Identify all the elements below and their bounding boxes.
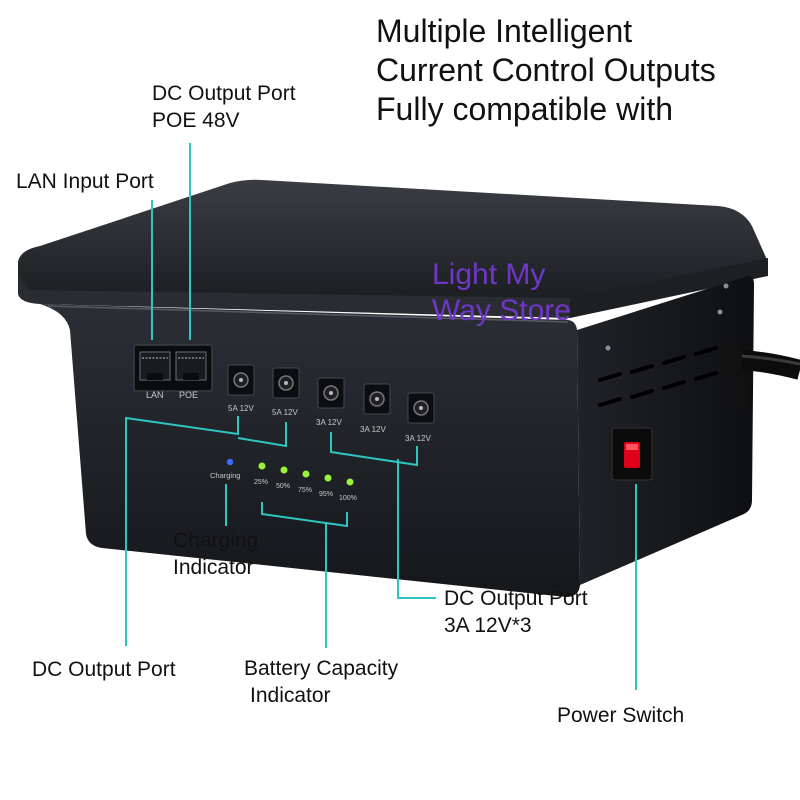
ethernet-ports — [133, 344, 213, 392]
lan-port-label: LAN — [146, 390, 164, 400]
housing-lid-side — [570, 258, 768, 318]
callout-dc-output: DC Output Port — [32, 658, 176, 681]
callout-line: DC Output Port — [152, 82, 296, 105]
leader-dc-link — [237, 422, 287, 448]
housing-seam — [47, 305, 569, 323]
callout-battery: Battery Capacity Indicator — [244, 655, 398, 709]
housing-front — [40, 304, 580, 597]
dc-jack-label: 3A 12V — [316, 418, 342, 427]
dc-jack-5 — [407, 392, 435, 424]
dc-jack-4 — [363, 383, 391, 415]
dc-jack-3 — [317, 377, 345, 409]
battery-led — [302, 470, 310, 478]
headline-line: Multiple Intelligent — [376, 13, 633, 49]
callout-lan-input: LAN Input Port — [16, 170, 154, 193]
watermark-line: Way Store — [432, 294, 571, 327]
callout-line: Indicator — [250, 684, 331, 707]
battery-level-label: 100% — [339, 495, 357, 502]
callout-line: Indicator — [173, 556, 254, 579]
callout-dc-poe: DC Output Port POE 48V — [152, 80, 296, 134]
dc-jack-1 — [227, 364, 255, 396]
charging-led — [226, 458, 234, 466]
charging-led-label: Charging — [210, 471, 240, 480]
watermark-line: Light My — [432, 258, 546, 291]
headline-line: Current Control Outputs — [376, 52, 716, 88]
battery-led — [324, 474, 332, 482]
callout-charging: Charging Indicator — [173, 527, 258, 581]
callout-power-switch: Power Switch — [557, 704, 685, 727]
battery-level-label: 75% — [298, 487, 312, 494]
battery-leds — [258, 462, 354, 486]
housing-lid-top — [18, 179, 768, 300]
housing-lid-rim — [18, 276, 570, 318]
battery-led — [258, 462, 266, 470]
dc-jack-label: 5A 12V — [272, 408, 298, 417]
callout-line: 3A 12V*3 — [444, 614, 532, 637]
poe-port-label: POE — [179, 390, 198, 400]
leader-battery — [261, 502, 348, 528]
store-watermark: Light My Way Store — [432, 257, 571, 329]
screw — [723, 283, 729, 289]
callout-line: Battery Capacity — [244, 657, 399, 680]
leader-dc-3a — [330, 432, 418, 467]
battery-level-label: 50% — [276, 483, 290, 490]
power-cable — [721, 339, 800, 411]
battery-led — [280, 466, 288, 474]
battery-level-label: 25% — [254, 479, 268, 486]
leader-dc-3a-drop — [397, 459, 436, 599]
callout-line: DC Output Port — [444, 587, 588, 610]
headline: Multiple Intelligent Current Control Out… — [376, 12, 716, 129]
power-switch[interactable] — [611, 427, 653, 481]
callout-line: POE 48V — [152, 109, 240, 132]
side-vents — [598, 346, 718, 407]
dc-jack-label: 3A 12V — [360, 425, 386, 434]
battery-level-label: 95% — [319, 491, 333, 498]
housing-side — [577, 276, 754, 585]
callout-dc-3a: DC Output Port 3A 12V*3 — [444, 585, 588, 639]
leader-dc-output — [125, 416, 239, 646]
dc-jack-label: 3A 12V — [405, 434, 431, 443]
leader-lines — [125, 143, 637, 690]
dc-jack-label: 5A 12V — [228, 404, 254, 413]
callout-line: Charging — [173, 529, 259, 552]
headline-line: Fully compatible with — [376, 91, 673, 127]
battery-led — [346, 478, 354, 486]
screw — [605, 345, 611, 351]
screw — [717, 309, 723, 315]
dc-jack-2 — [272, 367, 300, 399]
